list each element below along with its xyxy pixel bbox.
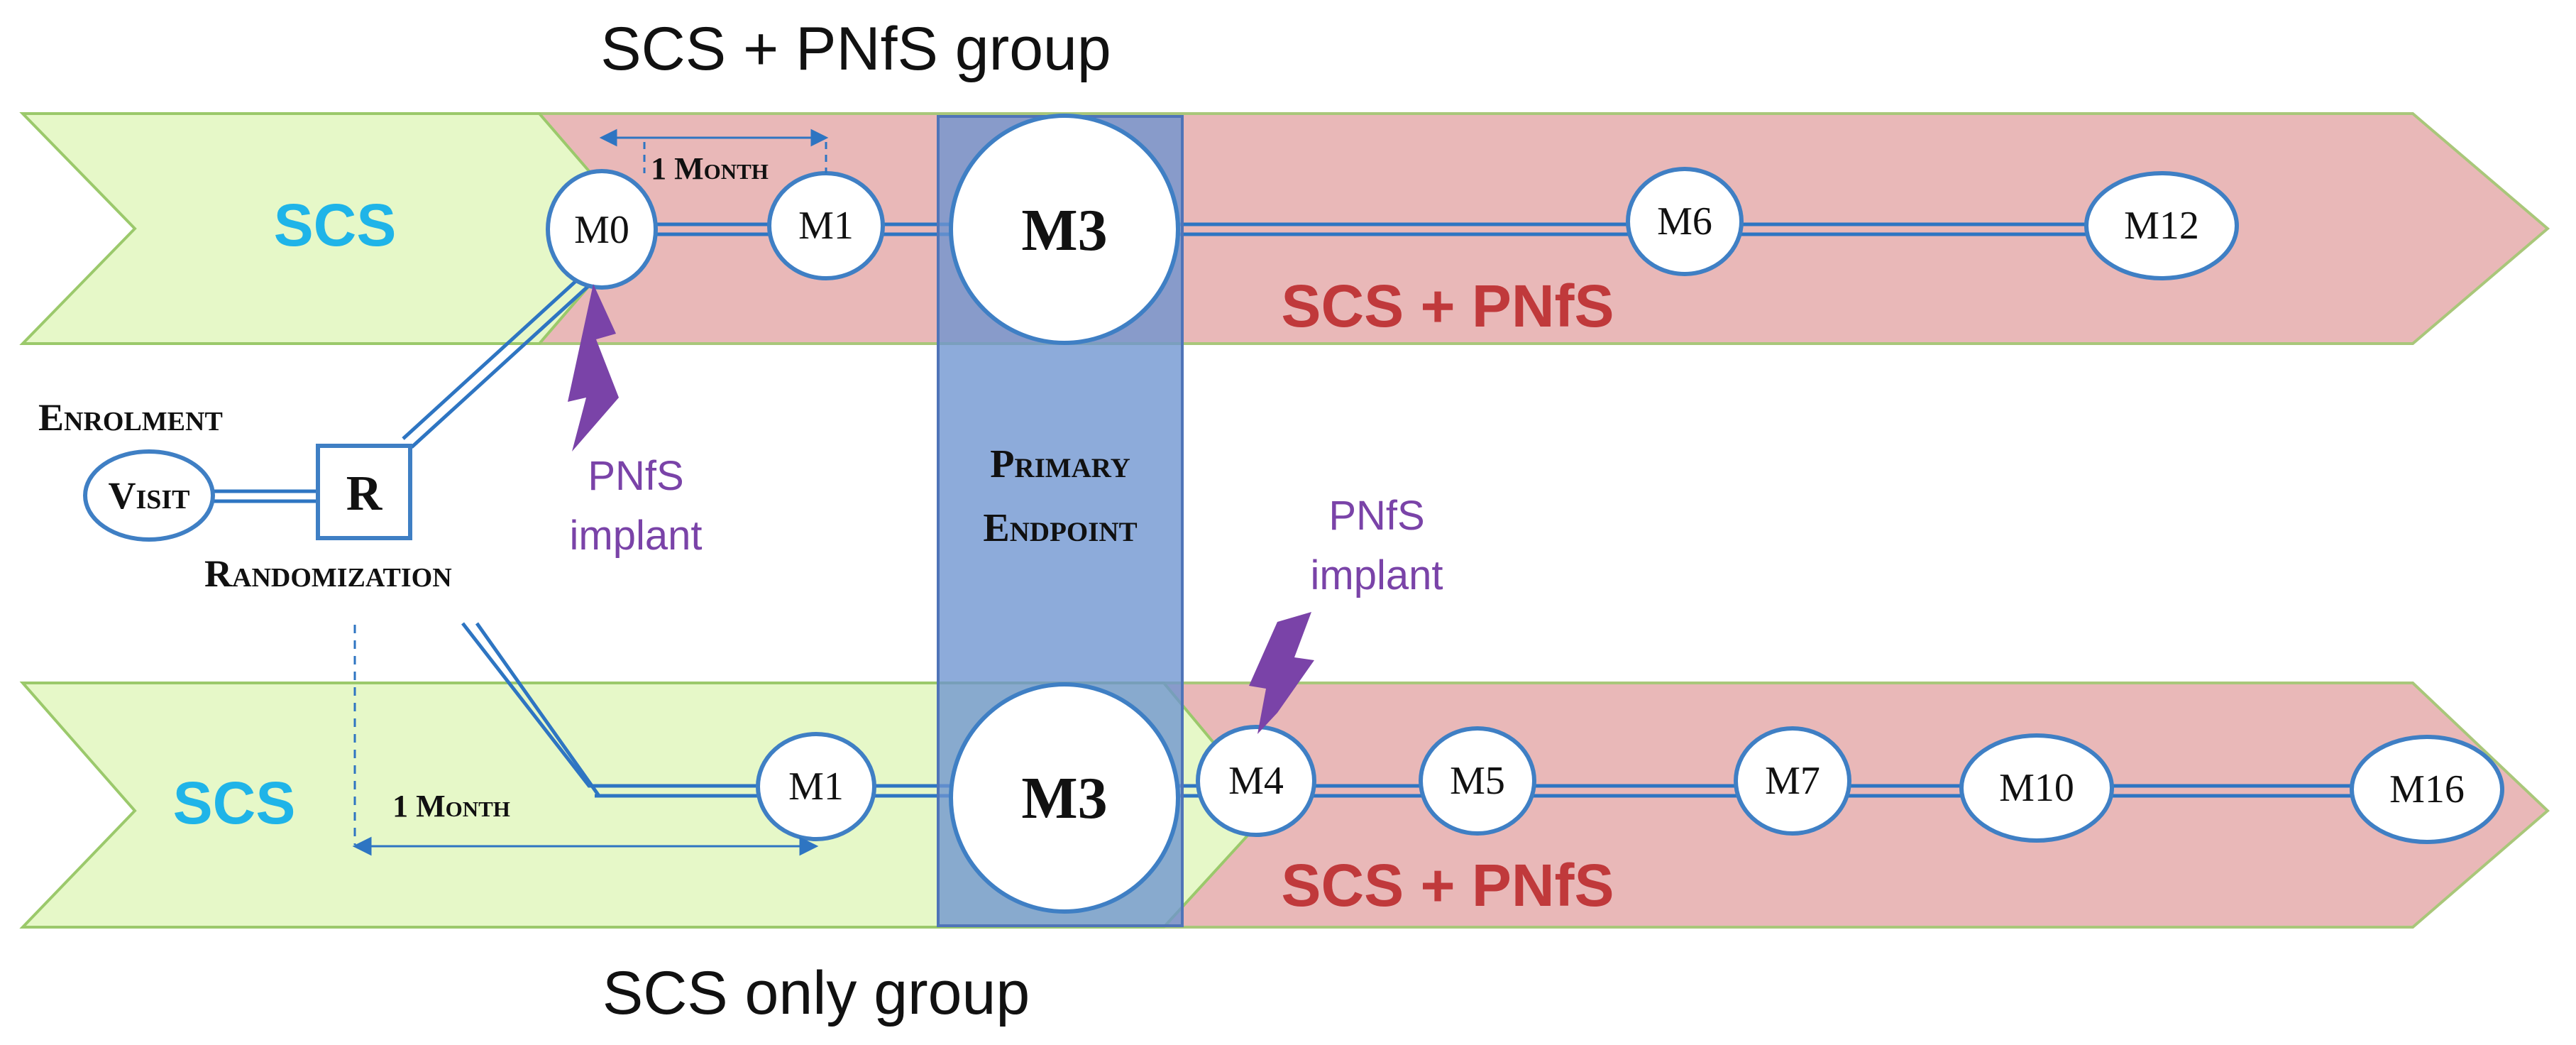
top-scs-label: SCS xyxy=(274,192,397,258)
bottom-implant-label-line1: PNfS xyxy=(1328,493,1424,539)
bottom-implant-label-line2: implant xyxy=(1311,552,1443,598)
visit-to-randomization-line xyxy=(211,489,319,503)
node-bottom-m10-label: M10 xyxy=(1999,766,2074,810)
node-bottom-m3-label: M3 xyxy=(1021,765,1107,831)
bottom-pnfs-label: SCS + PNfS xyxy=(1281,852,1614,919)
node-top-m0-label: M0 xyxy=(574,208,629,252)
top-pnfs-label: SCS + PNfS xyxy=(1281,273,1614,339)
node-top-m0 xyxy=(546,169,658,290)
randomization-label: Randomization xyxy=(204,552,452,595)
bottom-scs-label: SCS xyxy=(173,770,296,836)
primary-endpoint-line1: Primary xyxy=(990,442,1130,486)
node-bottom-m5-label: M5 xyxy=(1450,759,1505,803)
top-one-month-marker xyxy=(599,128,829,173)
node-top-m3-label: M3 xyxy=(1021,197,1107,263)
enrolment-visit-node xyxy=(83,449,215,542)
top-implant-lightning-icon xyxy=(568,284,619,452)
node-bottom-m5 xyxy=(1419,726,1536,836)
top-scs-chevron xyxy=(19,112,641,345)
node-bottom-m16 xyxy=(2350,735,2504,844)
node-top-m6 xyxy=(1626,167,1744,276)
node-bottom-m16-label: M16 xyxy=(2389,767,2465,811)
node-top-m12 xyxy=(2084,171,2239,280)
top-timeline-line xyxy=(639,222,2235,236)
node-bottom-m1 xyxy=(756,732,876,841)
node-bottom-m7-label: M7 xyxy=(1765,759,1820,803)
top-implant-label-line2: implant xyxy=(570,513,703,559)
node-bottom-m4-label: M4 xyxy=(1228,759,1284,803)
randomization-box xyxy=(316,444,412,540)
enrolment-label: Enrolment xyxy=(38,396,223,439)
node-top-m3 xyxy=(949,114,1180,345)
node-bottom-m10 xyxy=(1959,733,2114,843)
visit-label: Visit xyxy=(108,474,189,517)
randomization-box-label: R xyxy=(346,466,383,521)
primary-endpoint-line2: Endpoint xyxy=(983,506,1137,550)
node-bottom-m3 xyxy=(949,682,1180,914)
node-bottom-m7 xyxy=(1734,726,1851,836)
bottom-implant-lightning-icon xyxy=(1249,612,1314,734)
bottom-one-month-label: 1 Month xyxy=(392,789,510,824)
bottom-one-month-marker xyxy=(352,625,819,856)
randomization-to-bottom-arm-line xyxy=(461,622,759,798)
node-top-m6-label: M6 xyxy=(1657,199,1712,244)
top-one-month-label: 1 Month xyxy=(651,151,769,186)
randomization-to-top-arm-line xyxy=(402,261,606,449)
top-group-title: SCS + PNfS group xyxy=(600,15,1111,83)
node-bottom-m4 xyxy=(1196,725,1316,837)
top-implant-label-line1: PNfS xyxy=(588,453,683,499)
node-bottom-m1-label: M1 xyxy=(788,765,844,809)
node-top-m1-label: M1 xyxy=(798,204,854,248)
bottom-group-title: SCS only group xyxy=(602,959,1030,1027)
node-top-m12-label: M12 xyxy=(2124,204,2199,248)
